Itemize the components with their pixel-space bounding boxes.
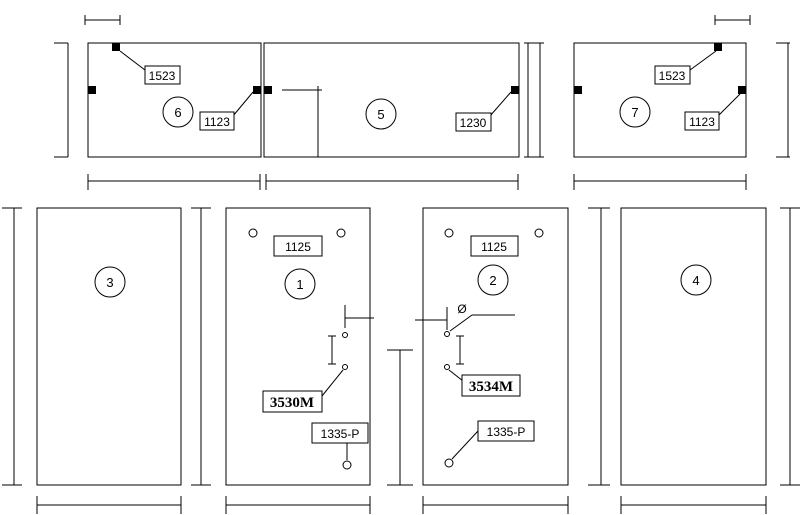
panel-5: 1230 5 <box>263 42 520 158</box>
panel-3: 3 <box>36 207 182 486</box>
fitting-marker <box>714 43 722 51</box>
drill-hole <box>534 228 544 238</box>
panel-number: 5 <box>377 107 384 122</box>
fitting-marker <box>88 86 96 94</box>
handle-hole <box>342 460 352 470</box>
panel-number: 3 <box>106 275 113 290</box>
handle-label-box <box>311 422 369 444</box>
panel-number: 1 <box>296 277 303 292</box>
hinge-hole <box>342 364 348 370</box>
handle-label: 1335-P <box>487 425 526 439</box>
hinge-hole <box>444 331 450 337</box>
drill-hole <box>248 228 258 238</box>
panel-6: 1523 1123 6 <box>87 42 262 158</box>
panel-number: 4 <box>692 273 699 288</box>
part-label-box <box>273 235 323 257</box>
side-label-box <box>199 111 235 131</box>
hinge-label: 3530M <box>270 395 314 411</box>
handle-hole <box>444 458 454 468</box>
fitting-marker <box>574 86 582 94</box>
drill-hole <box>336 228 346 238</box>
panel-number-circle <box>477 264 509 296</box>
corner-label: 1523 <box>659 69 686 83</box>
hinge-label-box <box>262 390 323 413</box>
fitting-marker <box>264 86 272 94</box>
panel-number: 7 <box>631 105 638 120</box>
fitting-marker <box>253 86 261 94</box>
fitting-marker <box>511 86 519 94</box>
top-dimension-lines <box>54 15 790 190</box>
bottom-dimension-lines <box>2 207 800 514</box>
panel-4: 4 <box>620 207 767 486</box>
corner-label-box <box>144 65 181 85</box>
hinge-label-box <box>461 374 521 397</box>
panel-number-circle <box>365 98 397 130</box>
fitting-marker <box>738 86 746 94</box>
part-label: 1125 <box>285 240 311 254</box>
side-label: 1123 <box>689 115 715 129</box>
panel-1: 1125 1 3530M 1335-P <box>225 207 371 486</box>
panel-number-circle <box>162 96 194 128</box>
corner-label-box <box>654 65 691 85</box>
side-label-box <box>684 111 720 131</box>
hinge-hole <box>342 332 348 338</box>
panel-number-circle <box>619 96 651 128</box>
panel-number-circle <box>680 264 712 296</box>
diameter-symbol: Ø <box>457 302 466 316</box>
handle-label: 1335-P <box>321 427 360 441</box>
part-label-box <box>470 235 519 257</box>
panel-number: 2 <box>489 273 496 288</box>
panel-number: 6 <box>174 105 181 120</box>
hinge-label: 3534M <box>469 379 513 395</box>
side-label: 1123 <box>204 115 230 129</box>
drill-hole <box>444 228 454 238</box>
part-label: 1230 <box>460 116 487 130</box>
panel-number-circle <box>94 266 126 298</box>
part-label: 1125 <box>481 240 507 254</box>
part-label-box <box>455 112 492 132</box>
corner-label: 1523 <box>149 69 176 83</box>
hinge-hole <box>444 364 450 370</box>
panel-2: 1125 2 Ø 3534M 1335-P <box>422 207 569 486</box>
panel-7: 1523 1123 7 <box>573 42 747 158</box>
panel-number-circle <box>284 268 316 300</box>
fitting-marker <box>112 43 120 51</box>
